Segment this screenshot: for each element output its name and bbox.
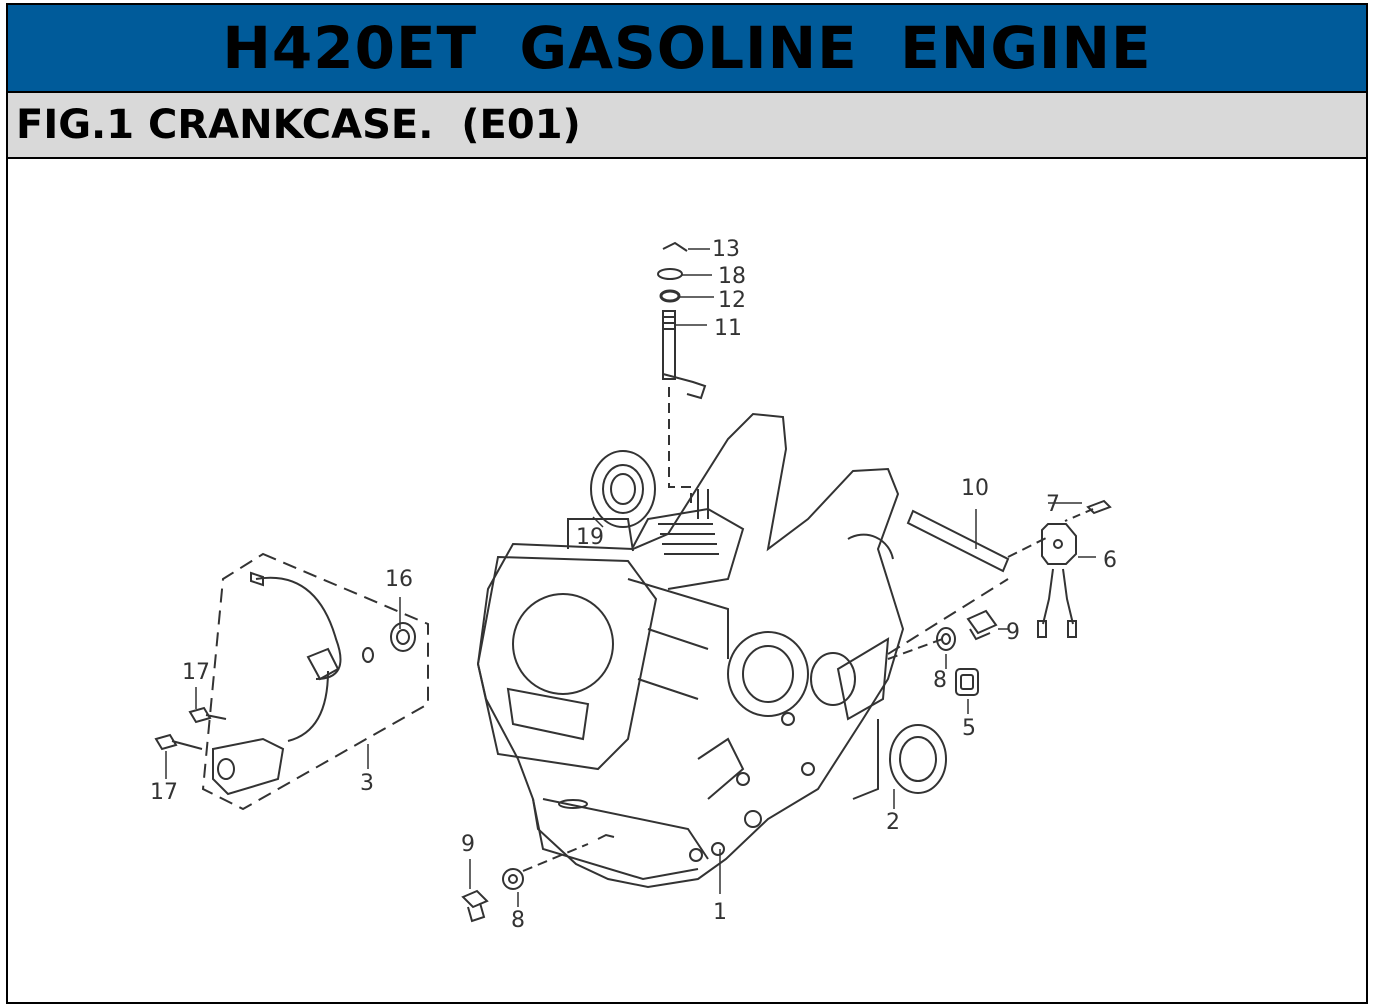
callout-19: 19 — [576, 525, 604, 550]
callout-6: 6 — [1103, 548, 1117, 573]
crankcase-body — [476, 412, 905, 889]
page-title: H420ET GASOLINE ENGINE — [222, 14, 1152, 82]
callout-2: 2 — [886, 810, 900, 835]
exploded-parts-diagram: 13 18 12 11 19 10 7 6 16 17 17 3 9 8 5 2… — [8, 159, 1366, 1002]
oil-seal — [889, 724, 947, 794]
callout-16: 16 — [385, 567, 413, 592]
ignition-coil-assembly — [154, 552, 429, 811]
callout-8-lower: 8 — [511, 908, 525, 933]
callout-9-upper: 9 — [1006, 620, 1020, 645]
governor-plate — [887, 509, 1010, 655]
page-frame: H420ET GASOLINE ENGINE FIG.1 CRANKCASE. … — [6, 3, 1368, 1004]
oil-sensor-shaft-assembly — [657, 241, 707, 507]
callout-17-lower: 17 — [150, 780, 178, 805]
callout-12: 12 — [718, 288, 746, 313]
callout-5: 5 — [962, 716, 976, 741]
bearing — [590, 450, 656, 528]
caption-bar: FIG.1 CRANKCASE. (E01) — [8, 93, 1366, 159]
callout-17-upper: 17 — [182, 660, 210, 685]
title-bar: H420ET GASOLINE ENGINE — [8, 5, 1366, 93]
drain-plug-lower — [461, 843, 589, 923]
callout-8-upper: 8 — [933, 668, 947, 693]
figure-caption: FIG.1 CRANKCASE. (E01) — [16, 102, 581, 148]
callout-7: 7 — [1046, 492, 1060, 517]
callout-labels: 13 18 12 11 19 10 7 6 16 17 17 3 9 8 5 2… — [150, 237, 1117, 933]
callout-3: 3 — [360, 771, 374, 796]
callout-18: 18 — [718, 264, 746, 289]
oil-level-sensor — [1007, 499, 1112, 638]
callout-9-lower: 9 — [461, 832, 475, 857]
callout-11: 11 — [714, 316, 742, 341]
diagram-canvas: 13 18 12 11 19 10 7 6 16 17 17 3 9 8 5 2… — [150, 237, 1117, 933]
leader-lines — [165, 248, 1096, 907]
drain-plug-upper — [887, 609, 998, 696]
callout-13: 13 — [712, 237, 740, 262]
callout-1: 1 — [713, 900, 727, 925]
callout-10: 10 — [961, 476, 989, 501]
